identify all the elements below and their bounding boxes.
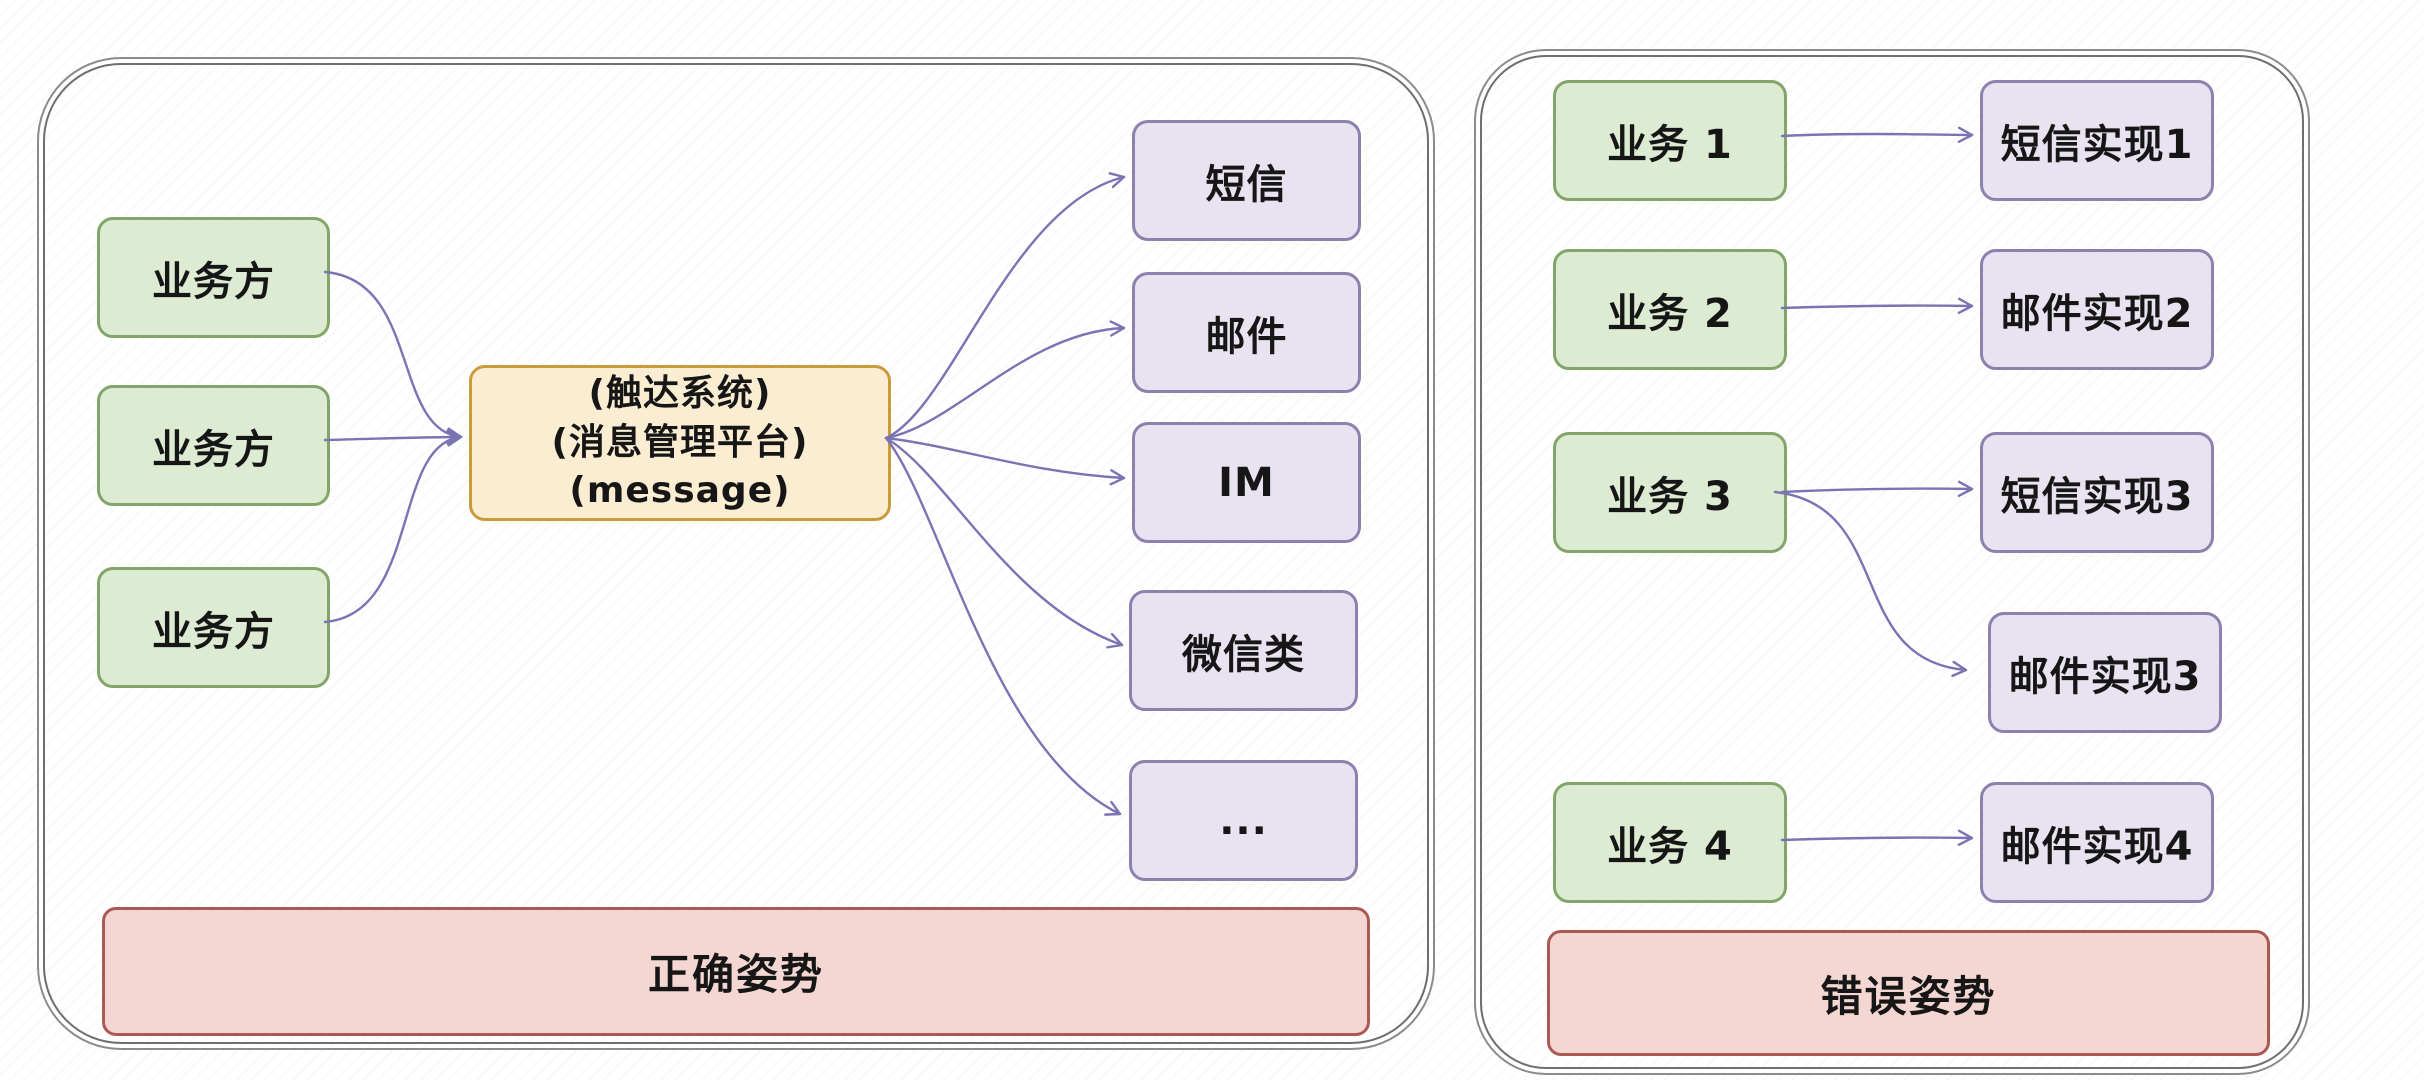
impl-box-sms-1: 短信实现1 — [1980, 80, 2214, 201]
source-box-2: 业务方 — [97, 385, 330, 506]
business-box-1: 业务 1 — [1553, 80, 1787, 201]
channel-box-im: IM — [1132, 422, 1361, 543]
business-box-4: 业务 4 — [1553, 782, 1787, 903]
channel-box-sms: 短信 — [1132, 120, 1361, 241]
source-box-3: 业务方 — [97, 567, 330, 688]
impl-box-email-3: 邮件实现3 — [1988, 612, 2222, 733]
wrong-approach-panel: 业务 1 业务 2 业务 3 业务 4 短信实现1 邮件实现2 短信实现3 邮件… — [1480, 55, 2304, 1069]
impl-box-sms-3: 短信实现3 — [1980, 432, 2214, 553]
channel-box-email: 邮件 — [1132, 272, 1361, 393]
hub-line-1: (触达系统) — [588, 372, 772, 414]
correct-approach-banner: 正确姿势 — [102, 907, 1370, 1036]
message-hub-box: (触达系统) (消息管理平台) (message) — [469, 365, 891, 521]
business-box-3: 业务 3 — [1553, 432, 1787, 553]
correct-approach-panel: 业务方 业务方 业务方 (触达系统) (消息管理平台) (message) 短信… — [43, 63, 1429, 1044]
source-box-1: 业务方 — [97, 217, 330, 338]
impl-box-email-2: 邮件实现2 — [1980, 249, 2214, 370]
channel-box-wechat: 微信类 — [1129, 590, 1358, 711]
wrong-approach-banner: 错误姿势 — [1547, 930, 2270, 1056]
business-box-2: 业务 2 — [1553, 249, 1787, 370]
hub-line-3: (message) — [569, 470, 791, 512]
hub-line-2: (消息管理平台) — [551, 421, 809, 463]
channel-box-more: ... — [1129, 760, 1358, 881]
impl-box-email-4: 邮件实现4 — [1980, 782, 2214, 903]
